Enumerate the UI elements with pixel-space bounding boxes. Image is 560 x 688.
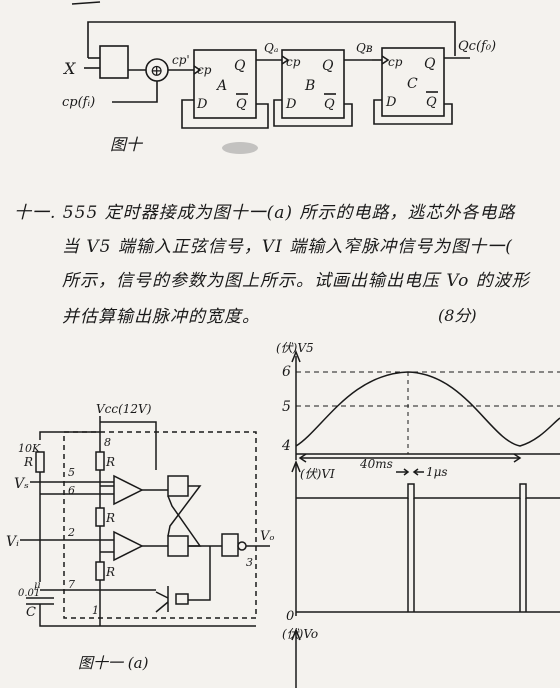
ffc-q-label: Q — [424, 56, 436, 72]
vi-input-label: Vᵢ — [6, 534, 19, 550]
vs-tick-5: 5 — [282, 399, 291, 415]
vcc-label: Vcc(12V) — [96, 402, 152, 416]
r-top-label: R — [105, 455, 115, 469]
input-cp-label: cp(fᵢ) — [62, 95, 95, 110]
period-label: 40ms — [359, 457, 393, 471]
pulse-width-label: 1μs — [426, 465, 448, 479]
vs-tick-6: 6 — [282, 364, 291, 380]
problem-line-2: 当 V5 端输入正弦信号，VI 端输入窄脉冲信号为图十一( — [62, 237, 513, 257]
r-ext-value: 10K — [18, 442, 41, 455]
ffc-cp-label: cp — [388, 55, 403, 69]
vo-output-label: Vₒ — [260, 529, 274, 544]
c-unit-label: μ — [34, 580, 41, 591]
ffb-q-label: Q — [322, 58, 334, 74]
r-ext-label: R — [23, 455, 33, 469]
ffc-d-label: D — [385, 95, 397, 110]
ffb-cp-label: cp — [286, 55, 301, 69]
ffb-qbar-label: Q — [324, 97, 335, 112]
pin6-label: 6 — [68, 484, 75, 497]
vi-axis-label: (伏)VI — [300, 467, 335, 481]
qa-label: Qₐ — [264, 41, 278, 55]
r-mid-label: R — [105, 511, 115, 525]
ffa-q-label: Q — [234, 58, 246, 74]
pin3-label: 3 — [246, 556, 253, 569]
problem-points: (8分) — [438, 306, 477, 325]
vo-axis-label: (伏)Vo — [282, 627, 318, 641]
qc-label: Qc(f₀) — [458, 39, 496, 54]
ffa-name: A — [215, 78, 227, 94]
ffa-cp-label: cp — [197, 63, 212, 77]
pin5-label: 5 — [68, 466, 75, 479]
pin8-label: 8 — [104, 436, 111, 449]
xor-symbol: ⊕ — [150, 61, 163, 80]
ffa-qbar-label: Q — [236, 97, 247, 112]
figure-11a-caption: 图十一 (a) — [78, 654, 149, 672]
pin2-label: 2 — [67, 526, 75, 539]
figure-10-diagram: X cp(fᵢ) ⊕ cp' cp Q A D Q Qₐ cp Q B D Q … — [62, 1, 496, 154]
ffc-qbar-label: Q — [426, 95, 437, 110]
r-bot-label: R — [105, 565, 115, 579]
c-label: C — [26, 605, 36, 620]
problem-line-3: 所示，信号的参数为图上所示。试画出输出电压 Vo 的波形 — [62, 271, 530, 291]
zero-label: 0 — [286, 609, 294, 624]
vs-axis-label: (伏)V5 — [276, 341, 314, 355]
ffa-d-label: D — [196, 97, 208, 112]
qb-label: Qʙ — [356, 41, 373, 55]
ffb-d-label: D — [285, 97, 297, 112]
ffc-name: C — [407, 76, 418, 92]
cp-prime-label: cp' — [172, 53, 190, 67]
ffb-name: B — [304, 78, 315, 94]
input-x-label: X — [62, 59, 76, 78]
problem-line-1: 十一. 555 定时器接成为图十一(a) 所示的电路，逃芯外各电路 — [14, 203, 516, 223]
vs-tick-4: 4 — [281, 438, 291, 454]
figure-10-caption: 图十 — [110, 135, 144, 154]
vs-input-label: Vₛ — [14, 476, 29, 492]
pin7-label: 7 — [68, 578, 75, 591]
pin1-label: 1 — [92, 604, 99, 617]
problem-line-4: 并估算输出脉冲的宽度。 — [62, 307, 260, 327]
c-value-label: 0.01 — [18, 588, 40, 599]
